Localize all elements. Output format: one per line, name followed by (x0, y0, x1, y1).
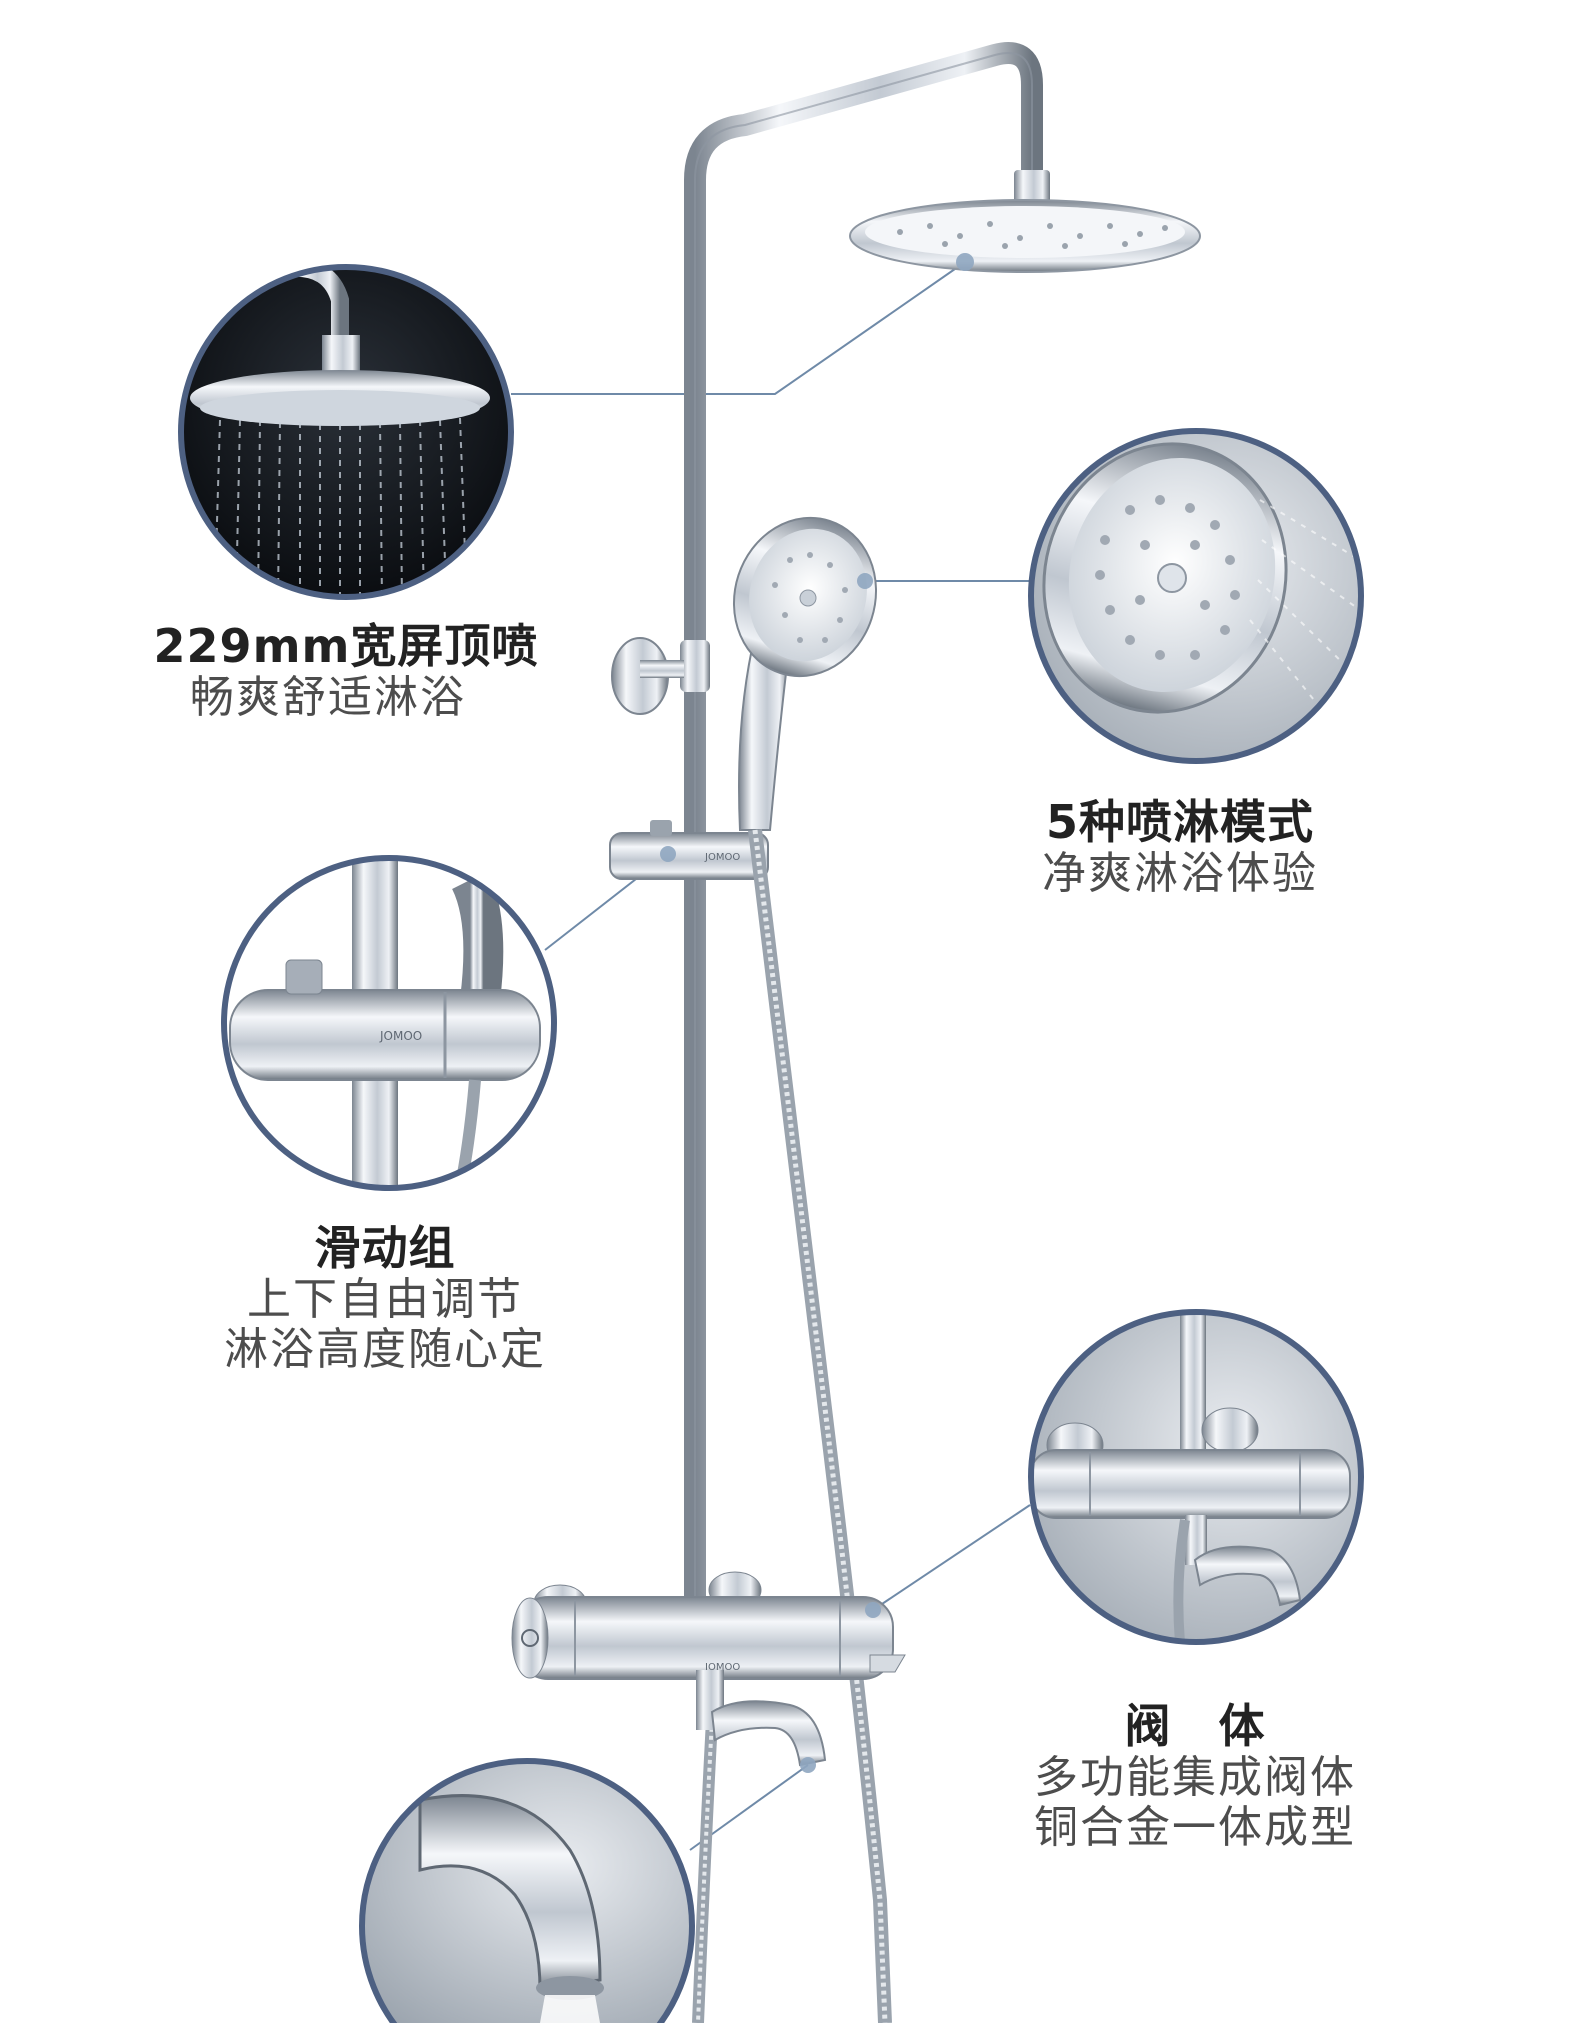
slider-logo: JOMOO (704, 852, 740, 863)
callout-line: 上下自由调节 (247, 1273, 523, 1325)
slider-detail-photo: JOMOO (221, 855, 557, 1191)
callout-line: 铜合金一体成型 (1034, 1802, 1356, 1854)
callout-title: 229mm宽屏顶喷 (153, 619, 539, 673)
valve-logo: JOMOO (704, 1662, 740, 1673)
shower-column: JOMOO JOMOO (511, 42, 1201, 2023)
callout-title: 阀 体 (1124, 1699, 1266, 1753)
callout-hand-shower: 5种喷淋模式 净爽淋浴体验 (1010, 796, 1350, 899)
callout-head-shower: 229mm宽屏顶喷 畅爽舒适淋浴 (146, 620, 546, 723)
leader-valve (872, 1504, 1031, 1611)
slider-assembly: JOMOO (609, 820, 769, 880)
slider-detail-logo: JOMOO (379, 1029, 422, 1043)
leader-head-shower (511, 261, 966, 395)
callout-line: 畅爽舒适淋浴 (190, 671, 466, 723)
spout (696, 1670, 827, 1773)
callout-slider: 滑动组 上下自由调节 淋浴高度随心定 (200, 1222, 570, 1376)
hand-shower (732, 516, 878, 831)
head-shower-detail-photo (178, 264, 514, 600)
callout-valve: 阀 体 多功能集成阀体 铜合金一体成型 (1015, 1700, 1375, 1854)
callout-line: 多功能集成阀体 (1034, 1751, 1356, 1803)
callout-title: 5种喷淋模式 (1045, 795, 1314, 849)
callout-title: 滑动组 (314, 1221, 456, 1275)
callout-line: 净爽淋浴体验 (1042, 847, 1318, 899)
hand-shower-detail-photo (1028, 428, 1364, 764)
valve-detail-photo (1028, 1309, 1364, 1645)
rain-head-shower (849, 199, 1201, 273)
valve-body: JOMOO (511, 1571, 906, 1680)
callout-line: 淋浴高度随心定 (224, 1324, 546, 1376)
spout-detail-photo (359, 1758, 695, 2023)
